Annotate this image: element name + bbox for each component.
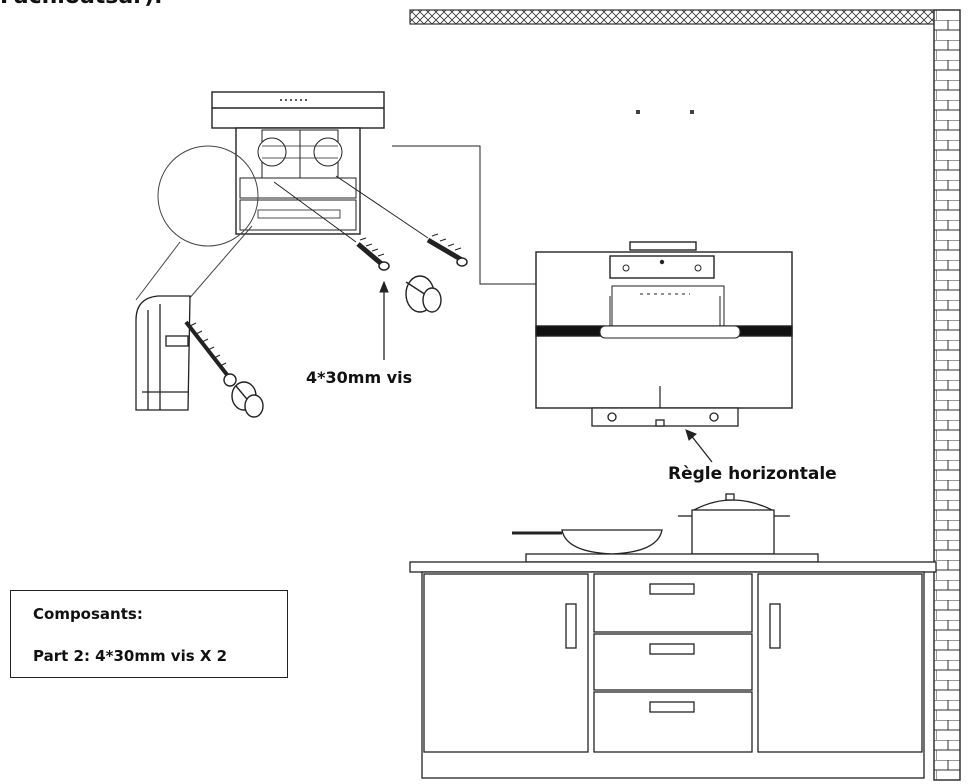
- ceiling: [409, 9, 935, 25]
- brick-wall: [933, 9, 961, 781]
- components-title: Composants:: [33, 605, 143, 623]
- zoom-detail-inset: [135, 295, 191, 411]
- screw-1: [356, 237, 390, 271]
- magnifier-callout: [135, 145, 259, 301]
- hood-top-view: [211, 91, 385, 235]
- ruler-label: Règle horizontale: [668, 464, 837, 484]
- wall-anchor: [405, 275, 442, 313]
- leader-lines: [273, 145, 536, 285]
- top-instruction-text: Fachloatsar).: [0, 0, 163, 9]
- screw-2: [426, 233, 468, 267]
- horizontal-ruler: [591, 407, 739, 427]
- components-part-line: Part 2: 4*30mm vis X 2: [33, 647, 228, 665]
- kitchen-cabinets: [409, 561, 937, 779]
- wall-drill-holes: [636, 110, 694, 114]
- cooktop: [525, 553, 819, 563]
- screws-label: 4*30mm vis: [306, 368, 413, 387]
- ruler-pointer-arrow: [685, 429, 713, 463]
- range-hood-front: [535, 241, 793, 424]
- zoom-screw-and-anchor: [184, 320, 264, 418]
- components-box: Composants: Part 2: 4*30mm vis X 2: [10, 590, 288, 678]
- frying-pan: [512, 529, 663, 555]
- screws-pointer-arrow: [379, 280, 389, 360]
- cooking-pot: [678, 493, 790, 555]
